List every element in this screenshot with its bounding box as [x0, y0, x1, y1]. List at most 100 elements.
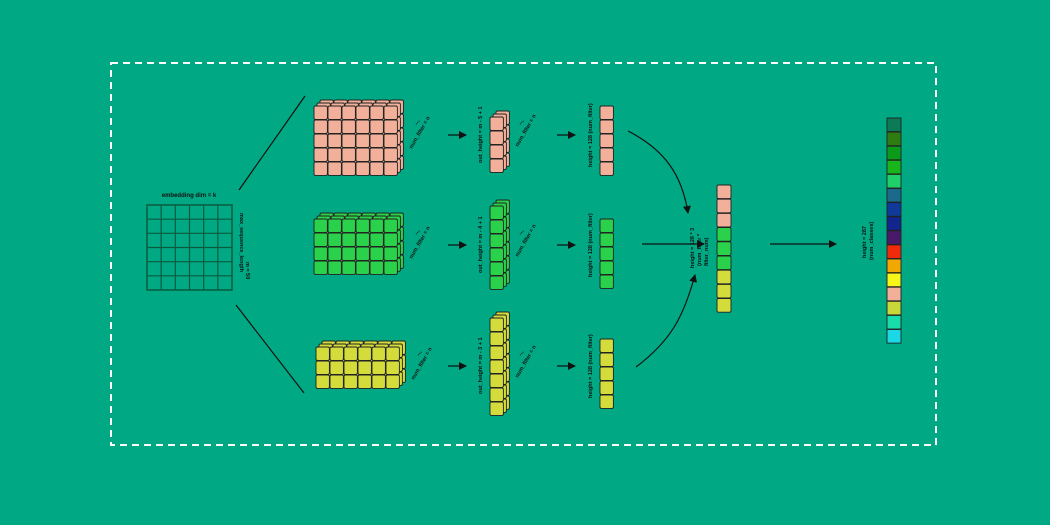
conv-output-cell: [489, 387, 504, 402]
feature-map-cell: [355, 218, 370, 233]
conv-output-cell: [489, 205, 504, 220]
output-class-cell: [886, 286, 902, 302]
concat-cell: [716, 283, 732, 299]
feature-map-cell: [355, 105, 370, 120]
dots-label: ...: [414, 348, 423, 357]
conv-output-cell: [489, 233, 504, 248]
feature-map-cell: [355, 260, 370, 275]
output-class-cell: [886, 173, 902, 189]
concat-cell: [716, 212, 732, 228]
input-embedding-matrix: [146, 204, 233, 291]
output-class-cell: [886, 329, 902, 344]
output-class-vector: [886, 117, 902, 344]
pooled-label: height = 128 (num_filter): [588, 213, 594, 277]
feature-map-cell: [383, 246, 398, 261]
feature-map-cell: [313, 260, 328, 275]
feature-map-cell: [341, 218, 356, 233]
feature-map-cell: [313, 246, 328, 261]
output-class-cell: [886, 131, 902, 147]
feature-map-cell: [369, 119, 384, 134]
feature-map-cell: [341, 133, 356, 148]
output-class-cell: [886, 272, 902, 288]
feature-map-cell: [313, 232, 328, 247]
feature-map-cell: [329, 374, 344, 389]
feature-map-cell: [357, 374, 372, 389]
conv-output-cell: [489, 261, 504, 276]
out-height-label: out_height = m - 3 + 1: [478, 337, 484, 394]
feature-map-cell: [343, 346, 358, 361]
feature-map-cell: [383, 260, 398, 275]
num-filter-label: num_filter = n: [409, 225, 433, 260]
output-label-1: height = 287: [862, 226, 868, 258]
feature-map-cell: [383, 133, 398, 148]
feature-map-cell: [371, 374, 386, 389]
pooled-label: height = 128 (num_filter): [588, 334, 594, 398]
dashed-frame: [110, 62, 937, 446]
feature-map-cell: [315, 346, 330, 361]
output-class-cell: [886, 300, 902, 316]
input-side-label-1: max_sequence_length: [238, 213, 244, 273]
feature-map-cell: [329, 346, 344, 361]
output-class-cell: [886, 244, 902, 259]
feature-map-cell: [343, 360, 358, 375]
output-class-cell: [886, 145, 902, 161]
input-side-label-2: m = 50: [244, 262, 250, 279]
pooled-cell: [599, 133, 614, 148]
feature-map-cell: [313, 147, 328, 162]
feature-map-cell: [369, 133, 384, 148]
conv-output-cell: [489, 130, 504, 145]
feature-map-cell: [371, 360, 386, 375]
feature-map-cell: [369, 147, 384, 162]
feature-map-cell: [341, 105, 356, 120]
conv-output-cell: [489, 116, 504, 131]
pooled-cell: [599, 260, 614, 275]
feature-map-cell: [341, 232, 356, 247]
feature-map-cell: [355, 161, 370, 176]
concat-cell: [716, 255, 732, 271]
output-class-cell: [886, 230, 902, 245]
feature-map-cell: [369, 260, 384, 275]
pooled-cell: [599, 246, 614, 261]
feature-map-cell: [385, 374, 400, 389]
concat-cell: [716, 298, 732, 313]
conv-output-cell: [489, 144, 504, 159]
feature-map-cell: [327, 161, 342, 176]
pooled-cell: [599, 338, 614, 353]
conv-output-cell: [489, 401, 504, 416]
feature-map-cell: [327, 232, 342, 247]
pooled-cell: [599, 105, 614, 120]
feature-map-cell: [369, 246, 384, 261]
feature-map-cell: [315, 374, 330, 389]
feature-map-cell: [383, 161, 398, 176]
feature-map-cell: [327, 105, 342, 120]
feature-map-cell: [357, 360, 372, 375]
feature-map-cell: [355, 133, 370, 148]
concat-cell: [716, 269, 732, 285]
conv-output-cell: [489, 158, 504, 173]
merge-curve-top: [627, 130, 691, 214]
feature-map-cell: [383, 147, 398, 162]
feature-map-cell: [355, 119, 370, 134]
feature-map-cell: [313, 119, 328, 134]
dots-label: ...: [516, 348, 525, 357]
out-height-label: out_height = m - 5 + 1: [478, 106, 484, 163]
num-filter-label: num_filter = n: [515, 344, 539, 379]
dots-label: ...: [516, 117, 525, 126]
feature-map-cell: [327, 147, 342, 162]
feature-map-cell: [369, 218, 384, 233]
output-class-cell: [886, 117, 902, 133]
feature-map-cell: [355, 232, 370, 247]
feature-map-cell: [327, 260, 342, 275]
conv-output-cell: [489, 345, 504, 360]
output-class-cell: [886, 159, 902, 175]
conv-output-cell: [489, 359, 504, 374]
conv-output-cell: [489, 219, 504, 234]
feature-map-cell: [313, 218, 328, 233]
feature-map-cell: [329, 360, 344, 375]
output-class-cell: [886, 188, 902, 203]
conv-output-cell: [489, 373, 504, 388]
